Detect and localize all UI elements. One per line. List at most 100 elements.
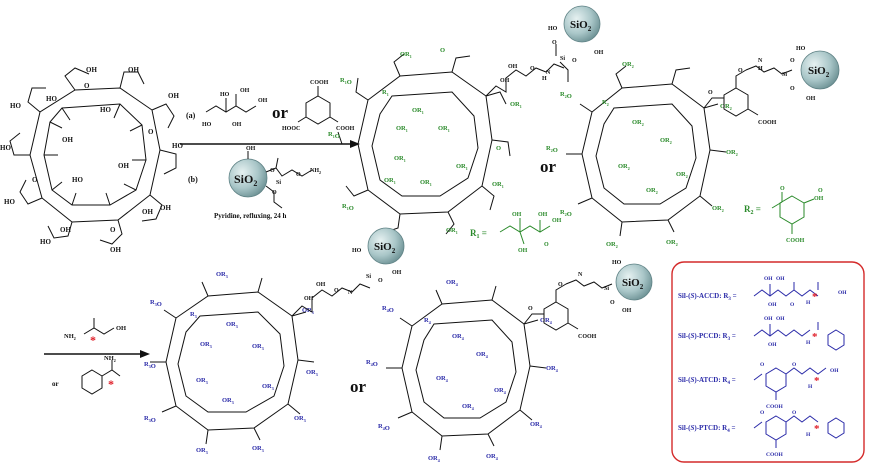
svg-text:*: * (812, 291, 818, 303)
svg-text:OR4: OR4 (494, 387, 506, 395)
svg-text:OR1: OR1 (384, 177, 396, 185)
svg-text:OR2: OR2 (726, 149, 738, 157)
svg-text:OR4: OR4 (452, 333, 464, 341)
svg-text:OH: OH (768, 302, 777, 308)
amine-reagents: NH2 OH * or NH2 * (44, 318, 150, 395)
svg-text:H: H (806, 340, 811, 346)
svg-text:HO: HO (10, 102, 21, 110)
svg-text:O: O (334, 288, 339, 294)
svg-text:SiO2: SiO2 (622, 277, 644, 291)
svg-text:OR3: OR3 (226, 321, 238, 329)
svg-text:OR2: OR2 (606, 241, 618, 249)
svg-text:OR1: OR1 (412, 107, 424, 115)
svg-text:OH: OH (304, 296, 314, 302)
svg-text:OH: OH (594, 50, 604, 56)
svg-text:N: N (348, 290, 353, 296)
svg-text:O: O (780, 186, 785, 192)
svg-text:OH: OH (118, 162, 129, 170)
svg-text:OR3: OR3 (262, 383, 274, 391)
svg-text:OH: OH (142, 208, 153, 216)
svg-text:N: N (546, 70, 551, 76)
svg-text:HO: HO (72, 176, 83, 184)
svg-text:Sil-(S)-ACCD: R3 =: Sil-(S)-ACCD: R3 = (678, 292, 737, 302)
svg-text:OR4: OR4 (540, 317, 552, 325)
svg-text:OR1: OR1 (510, 101, 522, 109)
svg-text:R3O: R3O (144, 361, 156, 370)
svg-text:OR4: OR4 (428, 455, 440, 463)
svg-text:OH: OH (86, 66, 97, 74)
svg-text:R2O: R2O (560, 91, 572, 100)
svg-text:COOH: COOH (758, 120, 777, 126)
svg-text:OR3: OR3 (222, 397, 234, 405)
svg-text:HO: HO (0, 144, 11, 152)
svg-text:OR1: OR1 (420, 179, 432, 187)
svg-text:O: O (110, 226, 116, 234)
svg-text:COOH: COOH (578, 334, 597, 340)
svg-text:HO: HO (202, 122, 212, 128)
svg-text:OH: OH (316, 282, 326, 288)
svg-text:Si: Si (782, 72, 787, 78)
svg-text:O: O (610, 300, 615, 306)
svg-text:OH: OH (60, 226, 71, 234)
svg-text:O: O (378, 278, 383, 284)
svg-text:OR4: OR4 (486, 453, 498, 461)
svg-text:NH2: NH2 (104, 355, 116, 363)
svg-text:OH: OH (512, 212, 522, 218)
svg-text:O: O (544, 242, 549, 248)
svg-text:OH: OH (830, 368, 839, 374)
svg-text:OH: OH (508, 64, 518, 70)
svg-text:COOH: COOH (786, 238, 805, 244)
svg-text:R2: R2 (602, 99, 609, 107)
svg-text:OR4: OR4 (436, 375, 448, 383)
silica-sphere-product1 (563, 5, 601, 43)
svg-text:R1: R1 (382, 89, 389, 97)
svg-text:*: * (108, 377, 114, 391)
svg-text:HOOC: HOOC (282, 126, 300, 132)
svg-text:OR1: OR1 (394, 155, 406, 163)
or-top-products: or (540, 157, 557, 176)
product-citric-cd: R1 OR1 O OR1 O OR1 OR1 OR1 R1O R1O R1O O… (328, 5, 604, 241)
svg-text:OH: OH (500, 78, 510, 84)
svg-text:OH: OH (392, 270, 402, 276)
svg-text:OR1: OR1 (446, 227, 458, 235)
svg-text:COOH: COOH (766, 452, 784, 458)
svg-text:OH: OH (258, 98, 268, 104)
svg-text:SiO2: SiO2 (808, 65, 830, 79)
svg-text:HO: HO (172, 142, 183, 150)
svg-text:OR2: OR2 (622, 61, 634, 69)
svg-text:OR4: OR4 (446, 279, 458, 287)
product-trimesic-cd: R2 OR2 OR2 OR2 OR2 OR2 OR2 R2O R2O R2O O… (546, 46, 840, 249)
svg-text:COOH: COOH (766, 404, 784, 410)
svg-text:OH: OH (518, 248, 528, 254)
svg-text:*: * (90, 333, 96, 347)
or-reagent: or (52, 380, 59, 388)
svg-text:O: O (790, 86, 795, 92)
svg-text:OR2: OR2 (618, 163, 630, 171)
svg-text:OH: OH (110, 246, 121, 254)
svg-text:OH: OH (160, 204, 171, 212)
svg-text:OR1: OR1 (396, 125, 408, 133)
svg-text:OH: OH (838, 290, 847, 296)
svg-text:Sil-(S)-ATCD: R4 =: Sil-(S)-ATCD: R4 = (678, 376, 736, 386)
svg-text:OH: OH (246, 146, 256, 152)
svg-text:O: O (790, 58, 795, 64)
svg-text:OR2: OR2 (720, 103, 732, 111)
svg-text:OR4: OR4 (546, 365, 558, 373)
svg-text:O: O (792, 410, 797, 416)
svg-text:*: * (814, 423, 820, 435)
svg-text:COOH: COOH (310, 80, 329, 86)
label-a: (a) (186, 111, 196, 120)
svg-text:OH: OH (552, 218, 562, 224)
svg-text:OR2: OR2 (666, 239, 678, 247)
svg-text:H: H (806, 432, 811, 438)
svg-text:R1 =: R1 = (470, 228, 487, 240)
svg-text:OH: OH (764, 316, 773, 322)
svg-text:O: O (760, 410, 765, 416)
svg-text:Si: Si (366, 274, 371, 280)
svg-text:HO: HO (220, 92, 230, 98)
